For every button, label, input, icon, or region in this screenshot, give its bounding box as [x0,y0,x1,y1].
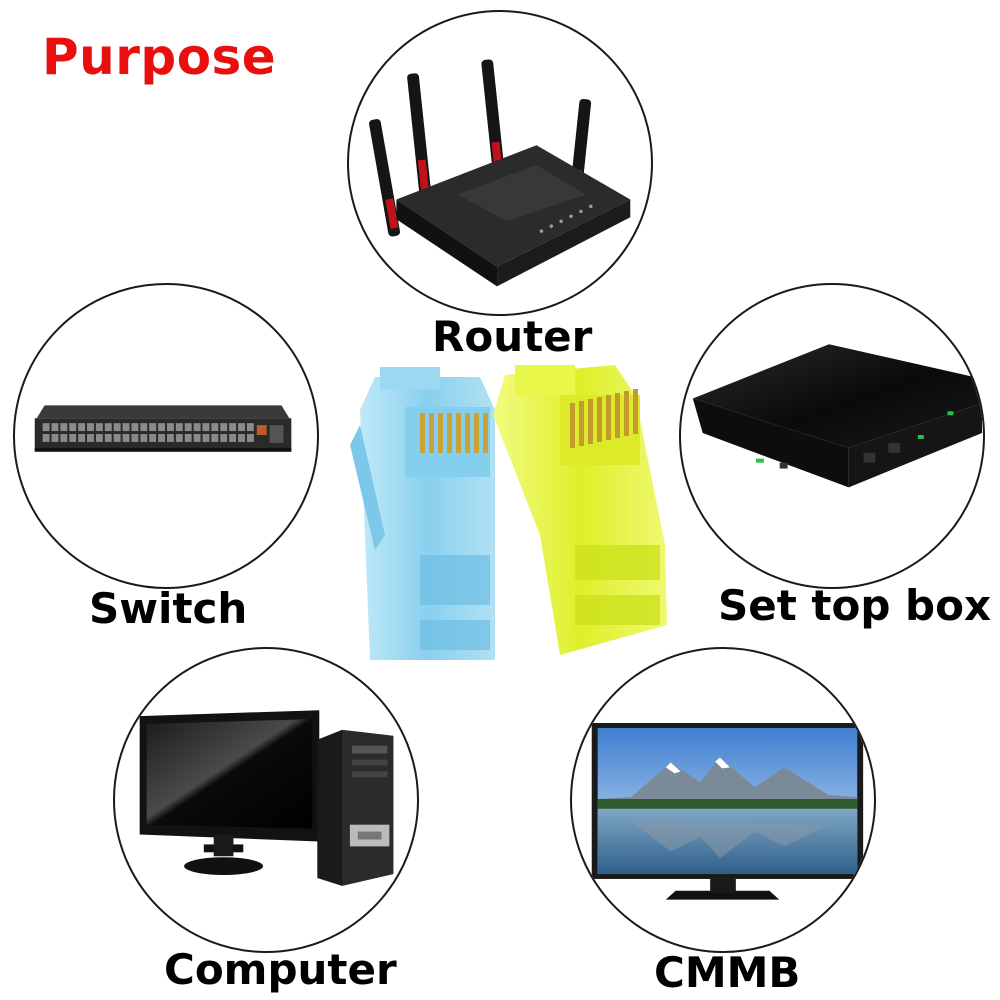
set-top-box-circle [679,283,985,589]
page-title: Purpose [42,28,277,86]
switch-label: Switch [89,584,248,633]
router-label: Router [432,312,593,361]
cmmb-label: CMMB [654,948,801,997]
set-top-box-icon [692,344,983,488]
set-top-box-label: Set top box [718,581,992,630]
rj45-connectors-image [350,365,667,660]
computer-circle [113,647,419,953]
switch-icon [34,405,292,452]
tv-icon [591,723,864,900]
router-circle [347,10,653,316]
computer-label: Computer [164,945,397,994]
computer-icon [139,710,394,886]
router-icon [369,59,631,287]
blue-connector [350,367,495,660]
cmmb-circle [570,647,876,953]
yellow-connector [493,365,667,655]
switch-circle [13,283,319,589]
